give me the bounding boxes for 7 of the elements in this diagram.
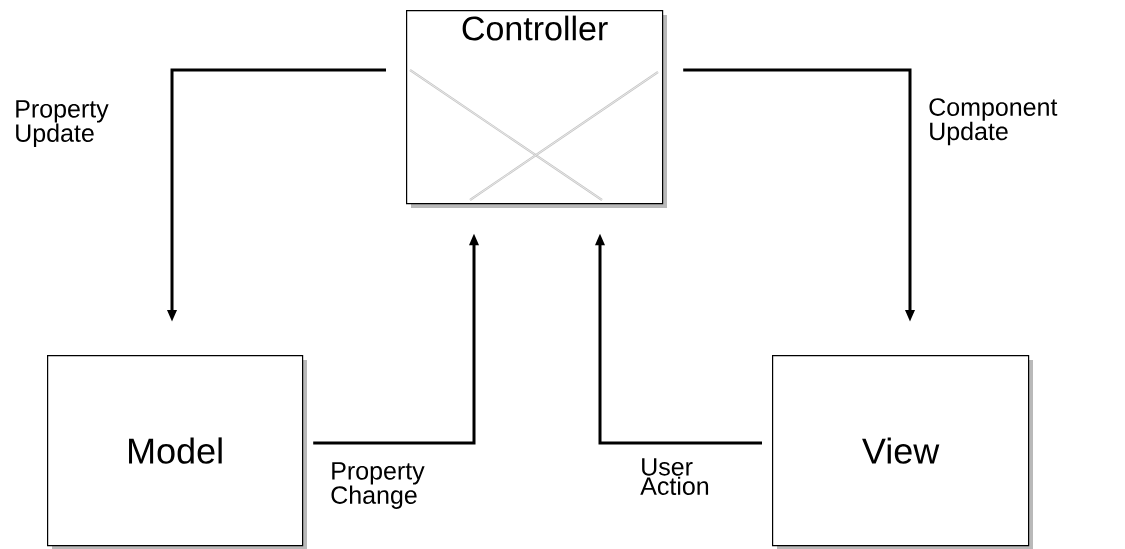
edge-label: Property Change	[331, 462, 425, 509]
box: Model	[47, 355, 307, 549]
edge-label: Component Update	[929, 98, 1058, 146]
box: View	[772, 355, 1033, 549]
box: Controller	[406, 10, 667, 208]
edge-label: User Action	[640, 458, 709, 495]
edge-label: Property Update	[16, 100, 109, 147]
